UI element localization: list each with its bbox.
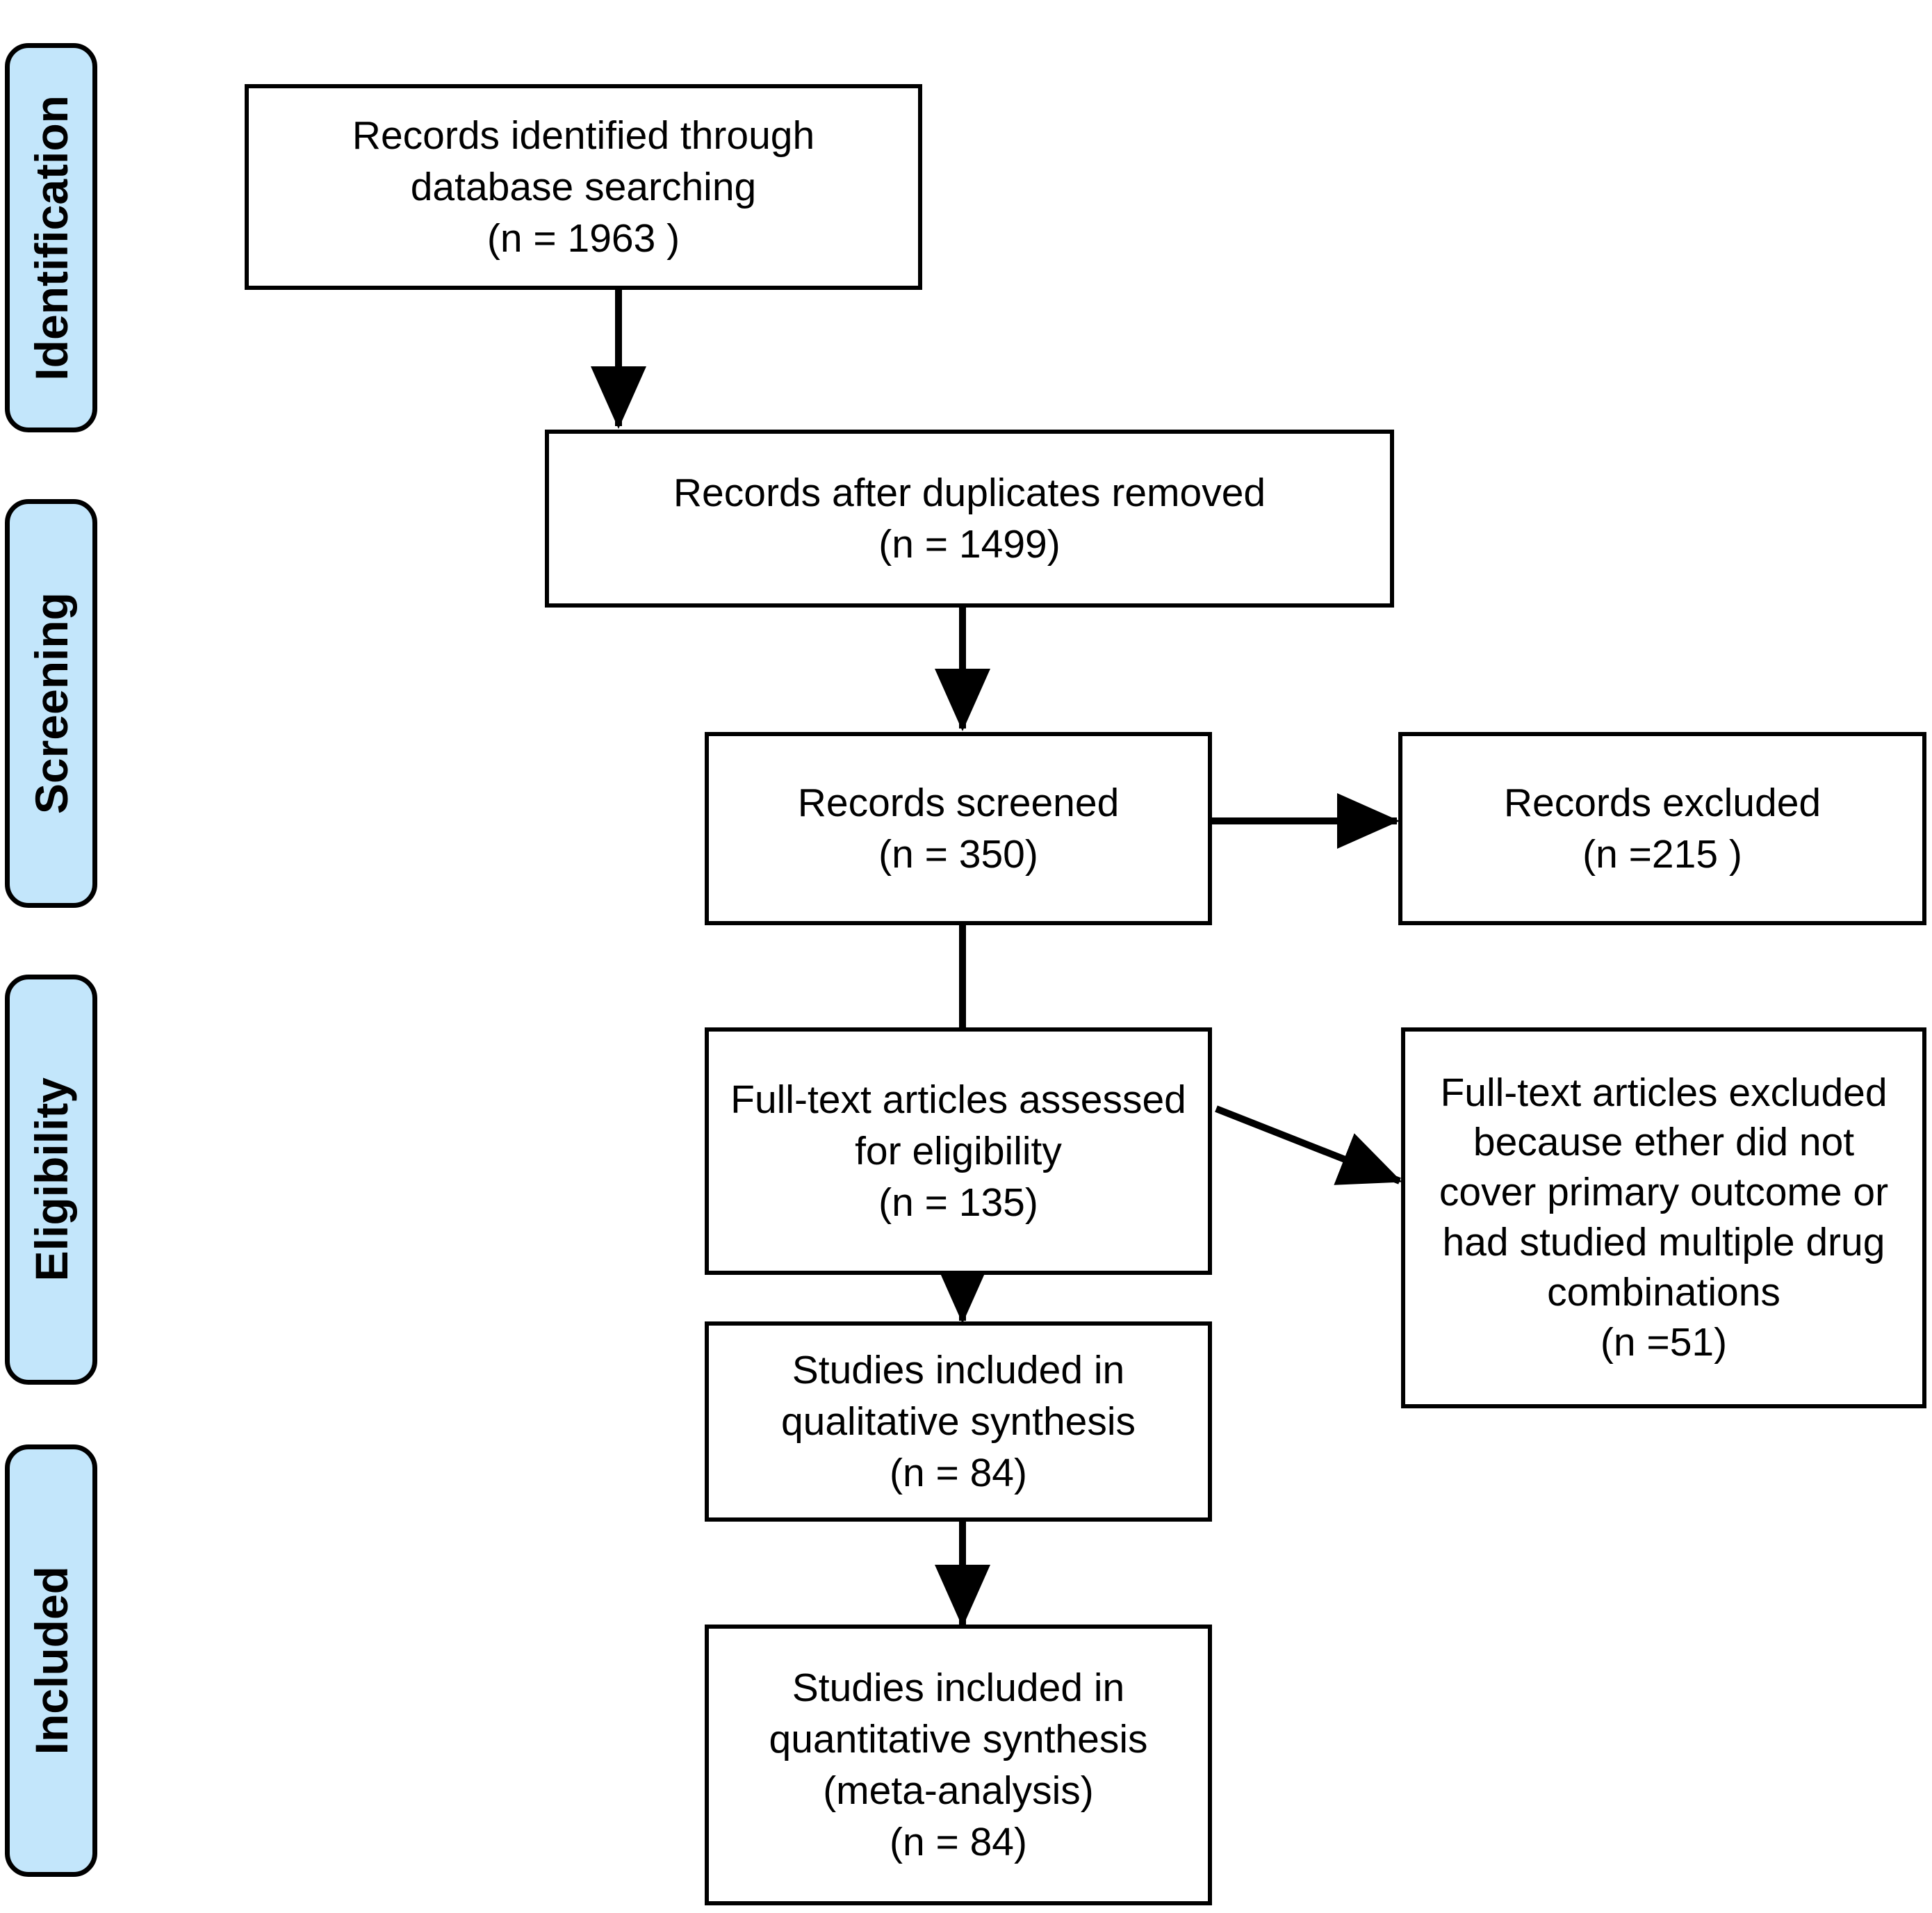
box-fulltext-eligibility-text: Full-text articles assessed for eligibil… [730, 1077, 1186, 1226]
stage-pill-eligibility: Eligibility [5, 975, 97, 1385]
stage-label-screening: Screening [25, 592, 77, 815]
box-records-identified-text: Records identified through database sear… [352, 113, 815, 261]
box-fulltext-excluded-text: Full-text articles excluded because ethe… [1439, 1070, 1889, 1365]
box-records-excluded: Records excluded (n =215 ) [1398, 732, 1926, 925]
stage-label-included: Included [25, 1566, 77, 1755]
box-qualitative-synthesis-text: Studies included in qualitative synthesi… [780, 1347, 1136, 1496]
box-records-screened: Records screened (n = 350) [705, 732, 1212, 925]
box-records-screened-text: Records screened (n = 350) [797, 780, 1120, 877]
box-quantitative-synthesis-text: Studies included in quantitative synthes… [769, 1665, 1148, 1865]
box-fulltext-eligibility: Full-text articles assessed for eligibil… [705, 1027, 1212, 1275]
box-qualitative-synthesis: Studies included in qualitative synthesi… [705, 1321, 1212, 1522]
stage-label-identification: Identification [25, 95, 77, 381]
stage-pill-included: Included [5, 1444, 97, 1877]
box-quantitative-synthesis: Studies included in quantitative synthes… [705, 1625, 1212, 1905]
stage-pill-screening: Screening [5, 499, 97, 908]
connector-eligibility-to-fulltext-excluded [1215, 1105, 1402, 1185]
stage-label-eligibility: Eligibility [25, 1077, 77, 1282]
box-records-excluded-text: Records excluded (n =215 ) [1503, 780, 1822, 877]
box-records-identified: Records identified through database sear… [245, 84, 922, 290]
box-fulltext-excluded: Full-text articles excluded because ethe… [1401, 1027, 1926, 1408]
box-records-after-duplicates-text: Records after duplicates removed (n = 14… [673, 470, 1266, 567]
box-records-after-duplicates: Records after duplicates removed (n = 14… [545, 430, 1394, 608]
stage-pill-identification: Identification [5, 43, 97, 432]
